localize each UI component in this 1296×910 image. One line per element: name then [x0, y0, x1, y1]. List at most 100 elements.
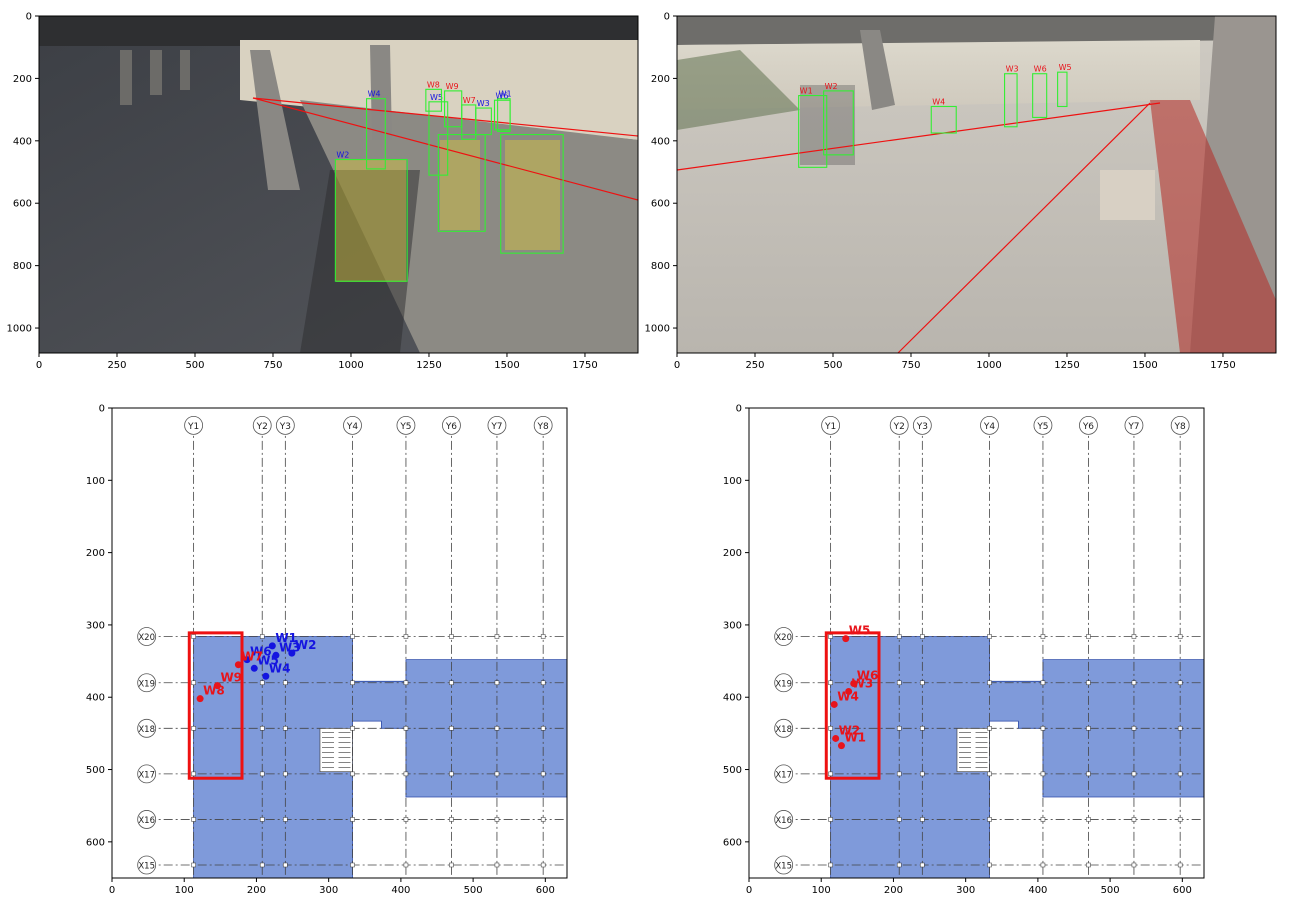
- column-marker: [283, 634, 288, 639]
- x-tick-label: 300: [319, 885, 338, 896]
- axes-frame: [111, 407, 568, 879]
- y-tick-label: 800: [13, 261, 32, 272]
- column-marker: [191, 817, 196, 822]
- detection-box: [1032, 73, 1048, 118]
- column-marker: [540, 771, 546, 777]
- worker-label: W4: [837, 689, 859, 703]
- x-tick-label: 250: [107, 360, 126, 371]
- worker-point: [272, 651, 280, 659]
- grid-row-bubble: [774, 764, 794, 784]
- column-marker: [1131, 680, 1137, 686]
- y-tick-label: 200: [13, 74, 32, 85]
- worker-point: [262, 672, 270, 680]
- column-marker: [259, 634, 265, 639]
- grid-column-bubble: [442, 415, 461, 435]
- column-marker: [1131, 817, 1137, 822]
- y-tick-label: 600: [651, 199, 670, 210]
- grid-row-bubble: [774, 810, 794, 829]
- grid-row-label: X16: [775, 816, 792, 826]
- y-tick-label: 100: [86, 476, 105, 487]
- worker-label: W6: [857, 668, 879, 682]
- worker-point: [850, 679, 858, 687]
- grid-column-label: Y4: [346, 422, 358, 432]
- grid-column-label: Y8: [1174, 422, 1186, 432]
- column-marker: [896, 726, 902, 731]
- x-tick-label: 400: [391, 885, 410, 896]
- column-marker: [1177, 862, 1183, 868]
- grid-row-bubble: [774, 673, 794, 693]
- worker-point: [250, 664, 258, 672]
- worker-label: W2: [295, 638, 317, 652]
- column-marker: [191, 680, 196, 686]
- worker-label: W3: [279, 640, 301, 654]
- column-marker: [283, 771, 288, 777]
- column-marker: [449, 862, 454, 868]
- grid-column-bubble: [1033, 415, 1053, 435]
- grid-row-bubble: [774, 718, 794, 738]
- worker-label: W8: [203, 684, 225, 698]
- column-marker: [987, 680, 992, 686]
- y-tick-label: 600: [13, 199, 32, 210]
- grid-column-bubble: [275, 415, 295, 435]
- detection-label: W9: [446, 82, 459, 91]
- detection-box: [500, 134, 564, 254]
- column-marker: [259, 817, 265, 822]
- grid-column-label: Y1: [824, 422, 836, 432]
- column-marker: [1086, 817, 1091, 822]
- worker-point: [837, 742, 845, 750]
- detection-box: [930, 105, 957, 134]
- worker-point: [196, 695, 204, 703]
- worker-point: [830, 700, 838, 708]
- grid-row-bubble: [137, 764, 157, 784]
- column-marker: [1177, 634, 1183, 639]
- detection-label: W5: [430, 93, 443, 102]
- worker-label: W9: [220, 671, 242, 685]
- column-marker: [1086, 680, 1091, 686]
- column-marker: [1086, 771, 1091, 777]
- grid-row-label: X20: [775, 633, 792, 643]
- column-marker: [191, 771, 196, 777]
- column-marker: [987, 862, 992, 868]
- column-marker: [350, 634, 355, 639]
- column-marker: [828, 771, 833, 777]
- grid-row-bubble: [137, 855, 157, 875]
- column-marker: [494, 680, 500, 686]
- column-marker: [828, 634, 833, 639]
- camera-view-2-photo: [677, 16, 1276, 353]
- detection-label: W2: [825, 82, 838, 91]
- detection-box: [798, 95, 828, 168]
- grid-column-label: Y6: [445, 422, 457, 432]
- column-marker: [403, 726, 409, 731]
- x-tick-label: 750: [901, 360, 920, 371]
- column-marker: [449, 680, 454, 686]
- x-tick-label: 1750: [572, 360, 597, 371]
- column-marker: [350, 680, 355, 686]
- column-marker: [540, 862, 546, 868]
- worker-label: W7: [241, 650, 263, 664]
- grid-row-label: X17: [775, 770, 792, 780]
- grid-column-bubble: [1124, 415, 1144, 435]
- worker-label: W1: [275, 631, 297, 645]
- y-tick-label: 500: [86, 765, 105, 776]
- x-tick-label: 500: [823, 360, 842, 371]
- column-marker: [1040, 634, 1046, 639]
- grid-column-label: Y3: [916, 422, 928, 432]
- grid-row-label: X19: [775, 679, 792, 689]
- column-marker: [1040, 817, 1046, 822]
- detection-label: W1: [800, 87, 813, 96]
- column-marker: [987, 817, 992, 822]
- column-marker: [896, 680, 902, 686]
- x-tick-label: 1000: [338, 360, 363, 371]
- column-marker: [920, 634, 925, 639]
- column-marker: [1131, 862, 1137, 868]
- column-marker: [403, 771, 409, 777]
- grid-column-label: Y7: [1127, 422, 1139, 432]
- worker-point: [845, 687, 853, 695]
- column-marker: [987, 726, 992, 731]
